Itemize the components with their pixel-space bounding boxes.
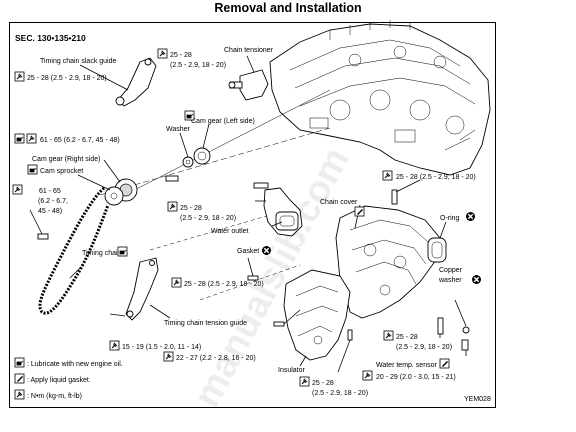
label-torque-lower-mid: 25 - 28 (2.5 - 2.9, 18 - 20): [184, 281, 264, 288]
legend: : Lubricate with new engine oil. : Apply…: [14, 357, 123, 400]
cam-gear-left: [182, 147, 211, 168]
do-not-reuse-icon: [471, 274, 482, 285]
do-not-reuse-icon: [261, 245, 272, 256]
label-torque-crank-1: 61 - 65: [39, 188, 61, 195]
timing-chain-slack-guide: [115, 57, 157, 107]
center-line: [99, 127, 331, 196]
label-torque-slack-guide: 25 - 28 (2.5 - 2.9, 18 - 20): [27, 75, 107, 82]
oil-can-icon: [117, 246, 128, 257]
timing-chain: [38, 186, 110, 315]
label-copper-washer-2: washer: [438, 277, 462, 284]
label-torque-sensor-2: (2.5 - 2.9, 18 - 20): [396, 344, 452, 351]
label-torque-crank-2: (6.2 - 6.7,: [38, 198, 68, 205]
label-insulator: Insulator: [278, 367, 306, 374]
gasket-part: [275, 211, 299, 231]
oil-can-icon: [14, 357, 25, 368]
torque-wrench-icon: [299, 376, 310, 387]
label-tension-guide: Timing chain tension guide: [164, 320, 247, 327]
label-torque-bottom-2: (2.5 - 2.9, 18 - 20): [312, 390, 368, 397]
label-copper-washer-1: Copper: [439, 267, 463, 274]
label-chain-cover: Chain cover: [320, 199, 358, 206]
label-o-ring: O-ring: [440, 215, 460, 222]
label-cam-sprocket: Cam sprocket: [40, 168, 83, 175]
torque-wrench-icon: [14, 71, 25, 82]
label-water-outlet: Water outlet: [211, 228, 249, 235]
section-code: SEC. 130•135•210: [15, 33, 86, 43]
torque-wrench-icon: [167, 201, 178, 212]
label-slack-guide: Timing chain slack guide: [40, 58, 116, 65]
liquid-gasket-icon: [14, 373, 25, 384]
torque-wrench-icon: [109, 340, 120, 351]
torque-wrench-icon: [163, 351, 174, 362]
oil-can-icon: [14, 133, 25, 144]
liquid-gasket-icon: [439, 358, 450, 369]
liquid-gasket-icon: [354, 206, 365, 217]
label-cam-gear-left: Cam gear (Left side): [191, 118, 255, 125]
label-torque-bottom-1: 25 - 28: [312, 380, 334, 387]
label-timing-chain: Timing chain: [82, 250, 122, 257]
timing-chain-tension-guide: [125, 257, 159, 321]
label-torque-outlet-2: (2.5 - 2.9, 18 - 20): [180, 215, 236, 222]
label-torque-cam: 61 - 65 (6.2 - 6.7, 45 - 48): [40, 137, 120, 144]
label-cam-gear-right: Cam gear (Right side): [32, 156, 100, 163]
diagram-labels: Timing chain slack guide 25 - 28 (2.5 - …: [12, 47, 491, 403]
cam-axis-line: [114, 89, 331, 201]
lower-cover-insulator: [283, 269, 351, 361]
label-torque-guide-bolt: 15 - 19 (1.5 - 2.0, 11 - 14): [122, 344, 201, 351]
label-gasket: Gasket: [237, 248, 259, 255]
cam-bolt: [165, 175, 179, 182]
do-not-reuse-icon: [465, 211, 476, 222]
label-washer: Washer: [166, 126, 191, 133]
cam-sprocket: [104, 178, 138, 206]
label-torque-crank-3: 45 - 48): [38, 208, 62, 215]
legend-liquid-gasket: : Apply liquid gasket.: [27, 377, 91, 384]
engine-block-illustration: [269, 20, 491, 176]
torque-wrench-icon: [383, 330, 394, 341]
figure-code: YEM028: [464, 396, 491, 403]
label-torque-sensor-nut: 20 - 29 (2.0 - 3.0, 15 - 21): [376, 374, 456, 381]
legend-lubricate: : Lubricate with new engine oil.: [27, 361, 123, 368]
label-torque-tensioner-1: 25 - 28: [170, 52, 192, 59]
chain-tensioner: [228, 69, 269, 101]
label-torque-insulator: 22 - 27 (2.2 - 2.8, 16 - 20): [176, 355, 256, 362]
torque-wrench-icon: [26, 133, 37, 144]
o-ring: [427, 237, 447, 263]
torque-wrench-icon: [157, 48, 168, 59]
oil-can-icon: [27, 164, 38, 175]
torque-wrench-icon: [12, 184, 23, 195]
torque-wrench-icon: [14, 389, 25, 400]
legend-torque-units: : N•m (kg-m, ft-lb): [27, 393, 82, 400]
figure-frame: [9, 22, 496, 408]
label-torque-tensioner-2: (2.5 - 2.9, 18 - 20): [170, 62, 226, 69]
label-chain-tensioner: Chain tensioner: [224, 47, 274, 54]
oil-can-icon: [184, 110, 195, 121]
label-water-temp-sensor: Water temp. sensor: [376, 362, 437, 369]
torque-wrench-icon: [382, 170, 393, 181]
torque-wrench-icon: [171, 277, 182, 288]
label-torque-cover-top: 25 - 28 (2.5 - 2.9, 18 - 20): [396, 174, 476, 181]
label-torque-outlet-1: 25 - 28: [180, 205, 202, 212]
page-title: Removal and Installation: [214, 1, 362, 15]
crank-bolt: [37, 233, 49, 240]
torque-wrench-icon: [362, 370, 373, 381]
label-torque-sensor-1: 25 - 28: [396, 334, 418, 341]
chain-cover: [335, 205, 441, 319]
